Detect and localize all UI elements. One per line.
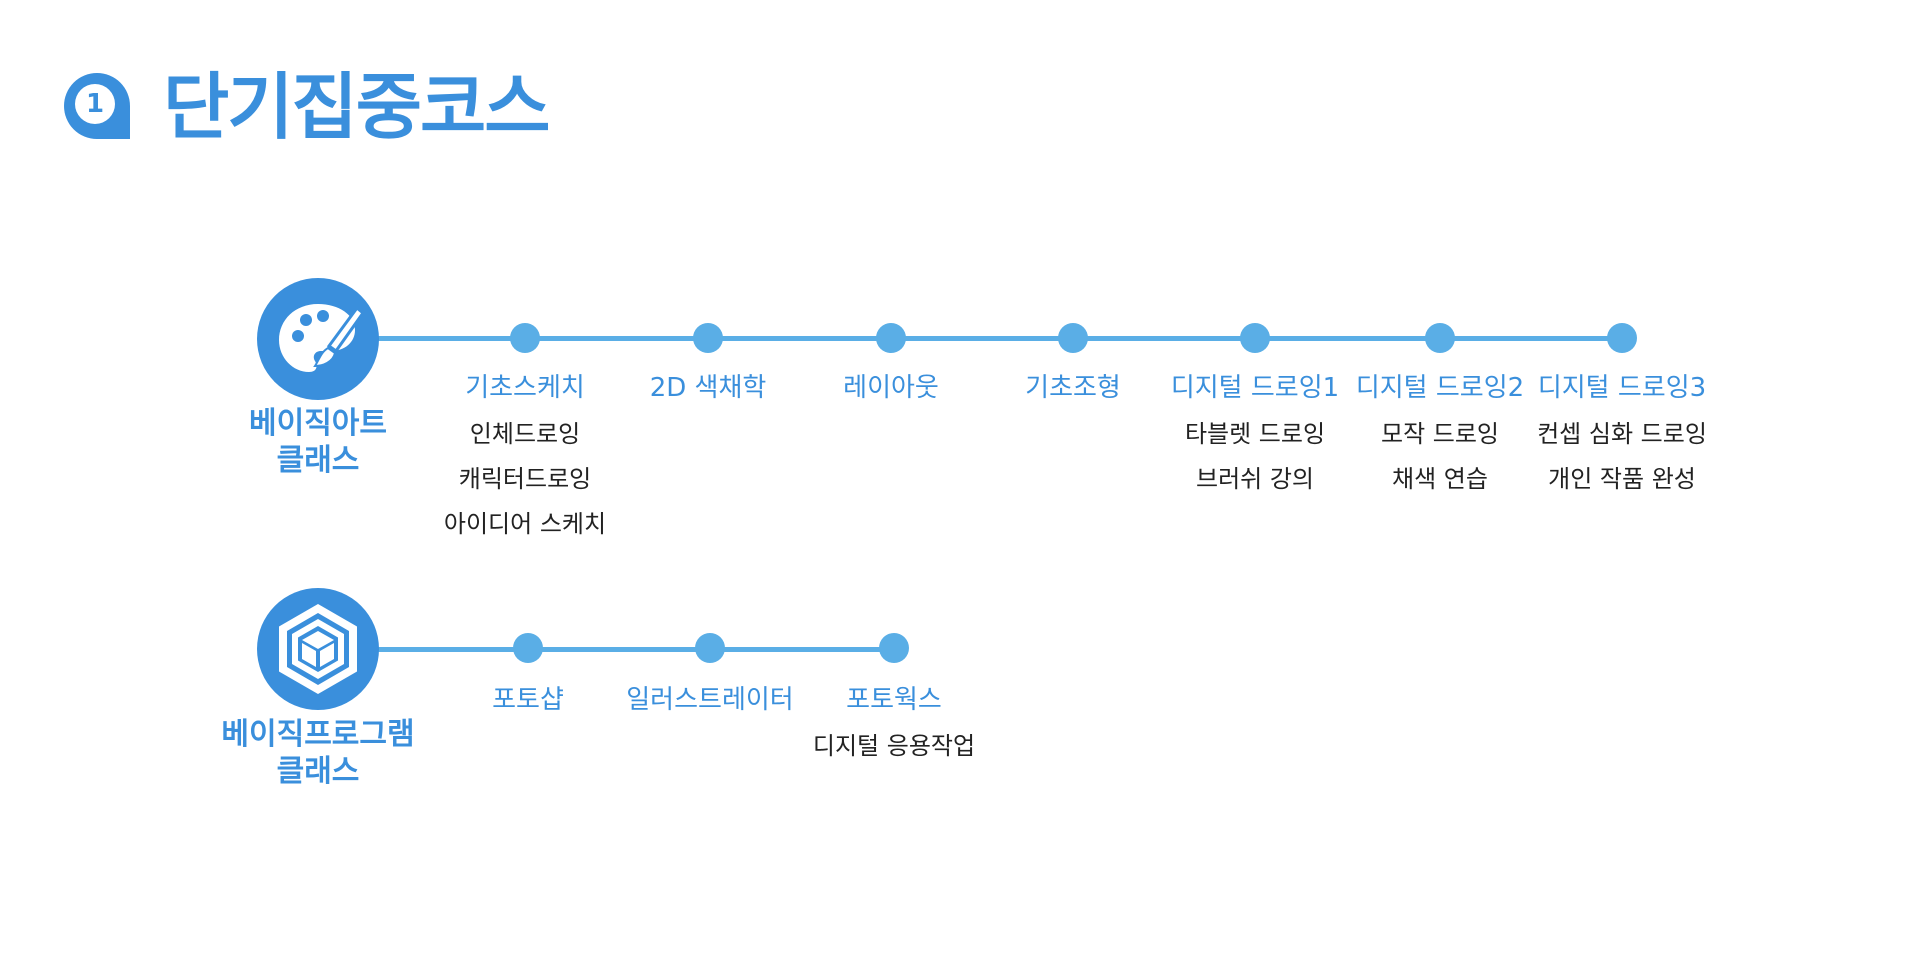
timeline-dot	[1425, 323, 1455, 353]
step-details: 디지털 응용작업	[774, 724, 1014, 769]
step-detail: 캐릭터드로잉	[458, 465, 592, 493]
step-title: 기초스케치	[465, 373, 585, 403]
step-title: 기초조형	[1025, 373, 1121, 403]
class-label-line: 베이직프로그램	[221, 717, 415, 752]
hexagon-cube-icon	[257, 588, 379, 710]
step-details: 모작 드로잉 채색 연습	[1320, 412, 1560, 502]
step-details: 컨셉 심화 드로잉 개인 작품 완성	[1502, 412, 1742, 502]
step-details: 타블렛 드로잉 브러쉬 강의	[1135, 412, 1375, 502]
timeline-dot	[1240, 323, 1270, 353]
timeline-dot	[1058, 323, 1088, 353]
step-number-badge: 1	[64, 73, 130, 139]
step-title: 디지털 드로잉2	[1355, 373, 1525, 403]
step-detail: 타블렛 드로잉	[1184, 420, 1326, 448]
step-detail: 채색 연습	[1392, 465, 1488, 493]
step-detail: 아이디어 스케치	[443, 510, 607, 538]
step-title: 레이아웃	[843, 373, 939, 403]
class-label-line: 베이직아트	[249, 406, 387, 441]
timeline-dot	[1607, 323, 1637, 353]
timeline-dot	[510, 323, 540, 353]
step-detail: 컨셉 심화 드로잉	[1537, 420, 1707, 448]
step-title: 포토샵	[492, 685, 564, 715]
step-title: 일러스트레이터	[626, 685, 794, 715]
page-title: 단기집중코스	[163, 65, 550, 149]
step-title: 디지털 드로잉3	[1537, 373, 1707, 403]
timeline-dot	[693, 323, 723, 353]
timeline-dot	[879, 633, 909, 663]
step-details: 인체드로잉 캐릭터드로잉 아이디어 스케치	[405, 412, 645, 547]
step-title: 2D 색채학	[649, 373, 767, 403]
step-detail: 모작 드로잉	[1380, 420, 1500, 448]
timeline-line	[375, 336, 1622, 341]
step-detail: 디지털 응용작업	[812, 732, 976, 760]
timeline-line	[375, 647, 895, 652]
step-number: 1	[75, 84, 115, 124]
step-detail: 브러쉬 강의	[1195, 465, 1315, 493]
step-title: 디지털 드로잉1	[1170, 373, 1340, 403]
timeline-dot	[513, 633, 543, 663]
class-label: 베이직프로그램 클래스	[198, 716, 438, 790]
step-detail: 개인 작품 완성	[1548, 465, 1696, 493]
class-label: 베이직아트 클래스	[198, 405, 438, 479]
class-label-line: 클래스	[276, 443, 360, 478]
timeline-dot	[695, 633, 725, 663]
class-label-line: 클래스	[276, 754, 360, 789]
step-title: 포토웍스	[846, 685, 942, 715]
timeline-dot	[876, 323, 906, 353]
step-detail: 인체드로잉	[469, 420, 581, 448]
palette-brush-icon	[257, 278, 379, 400]
